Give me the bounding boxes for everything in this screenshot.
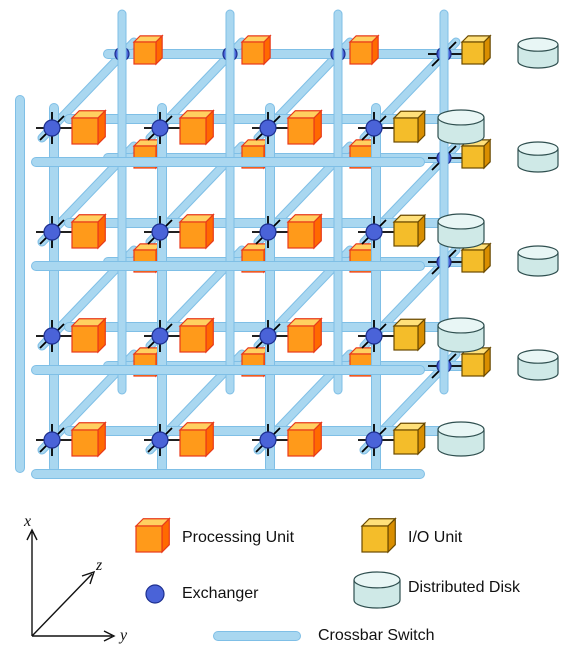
distributed-disk (517, 245, 559, 277)
processing-unit (348, 34, 380, 66)
exchanger-node (365, 223, 383, 241)
exchanger-node (259, 327, 277, 345)
exchanger-node (259, 119, 277, 137)
legend-processing-unit-label: Processing Unit (182, 529, 295, 546)
legend-distributed-disk-label: Distributed Disk (408, 579, 521, 596)
legend-io-unit-label: I/O Unit (408, 529, 463, 546)
processing-unit (286, 109, 323, 146)
io-unit (392, 213, 427, 248)
distributed-disk (437, 421, 485, 457)
exchanger-node (259, 223, 277, 241)
io-unit (460, 34, 492, 66)
processing-unit-icon (134, 517, 171, 554)
exchanger-node (365, 431, 383, 449)
io-unit (392, 109, 427, 144)
io-unit-icon (360, 517, 397, 554)
distributed-disk (517, 37, 559, 69)
processing-unit (178, 421, 215, 458)
distributed-disk (437, 109, 485, 145)
exchanger-node (365, 327, 383, 345)
distributed-disk (517, 349, 559, 381)
legend: x z y Processing Unit I/O Unit Exchanger… (23, 513, 521, 644)
processor-grid (15, 9, 559, 479)
exchanger-node (43, 431, 61, 449)
axis-x-label: x (23, 513, 31, 530)
axes-icon (26, 528, 116, 642)
processing-unit (240, 34, 272, 66)
processing-unit (286, 213, 323, 250)
axis-y-label: y (118, 627, 128, 644)
distributed-disk (517, 141, 559, 173)
distributed-disk (437, 213, 485, 249)
processing-unit (286, 317, 323, 354)
exchanger-icon (145, 584, 165, 604)
legend-crossbar-switch-label: Crossbar Switch (318, 627, 434, 644)
processing-unit (178, 317, 215, 354)
io-unit (392, 317, 427, 352)
legend-exchanger-label: Exchanger (182, 585, 259, 602)
exchanger-node (151, 119, 169, 137)
axis-z-label: z (95, 557, 103, 574)
io-unit (392, 421, 427, 456)
exchanger-node (259, 431, 277, 449)
distributed-disk (437, 317, 485, 353)
distributed-disk-icon (353, 571, 401, 609)
processing-unit (178, 213, 215, 250)
exchanger-node (43, 119, 61, 137)
exchanger-node (365, 119, 383, 137)
exchanger-node (43, 223, 61, 241)
exchanger-node (151, 431, 169, 449)
exchanger-node (43, 327, 61, 345)
exchanger-node (151, 327, 169, 345)
exchanger-node (151, 223, 169, 241)
processing-unit (132, 34, 164, 66)
processing-unit (70, 421, 107, 458)
processing-unit (70, 109, 107, 146)
processing-unit (70, 213, 107, 250)
processing-unit (178, 109, 215, 146)
processing-unit (70, 317, 107, 354)
processing-unit (286, 421, 323, 458)
